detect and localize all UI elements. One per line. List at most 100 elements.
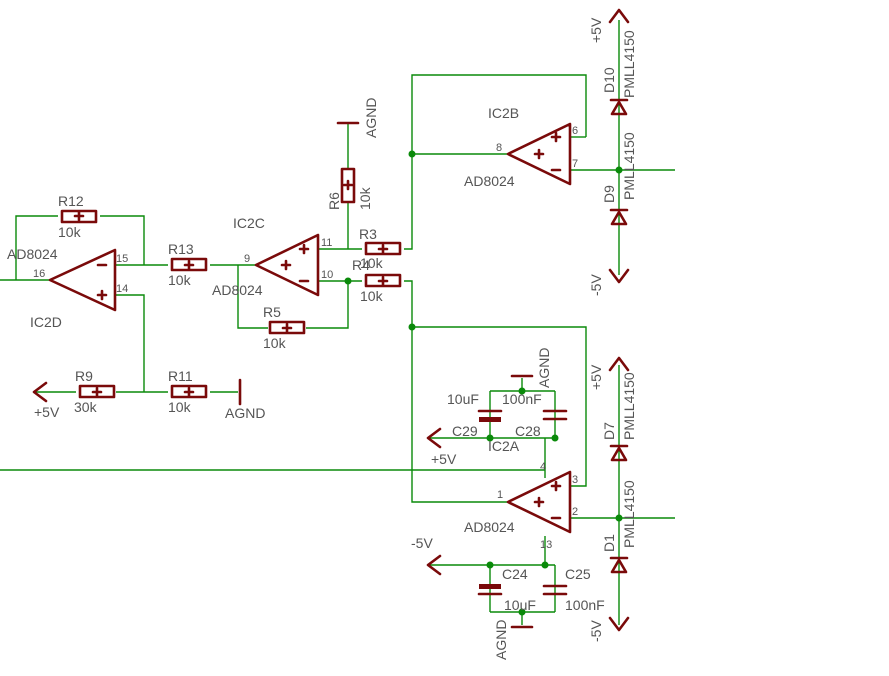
capacitor-c28: C28 100nF [502,391,568,439]
wire-r4-out [404,280,508,503]
wire-r12-right [100,215,145,265]
cap-plate-polarized [479,584,501,589]
diode-triangle [610,446,628,462]
diode-triangle [610,100,628,116]
resistor-value-r6: 10k [357,186,373,210]
opamp-triangle-ic2c [254,233,320,297]
pin-label: 8 [496,142,502,154]
diode-name-d1: D1 [601,534,617,552]
opamp-triangle-ic2d [48,248,117,312]
neg5-arrow-d1: -5V [588,616,630,642]
pin-label: 4 [540,461,546,473]
pos5-label: +5V [34,404,60,420]
wire-ic2a-fb [412,326,587,487]
resistor-name-r13: R13 [168,241,194,257]
junction-dot [615,166,623,174]
diode-value-d9: PMLL4150 [621,132,637,200]
resistor-value-r4: 10k [360,288,384,304]
arrow-head [426,427,442,449]
opamp-triangle-ic2b [506,122,572,186]
resistor-name-r3: R3 [359,226,377,242]
junction-dot [518,608,526,616]
agnd-symbol-caps-bottom: AGND [493,620,534,660]
arrow-head [608,616,630,632]
neg5-label: -5V [411,535,433,551]
cap-plate-polarized [479,417,501,422]
opamp-value-ic2d: AD8024 [7,246,58,262]
resistor-r6: R6 10k [326,167,373,210]
agnd-symbol-r11: AGND [225,378,265,421]
opamp-name-ic2c: IC2C [233,215,265,231]
junction-dot [486,434,494,442]
opamp-name-ic2d: IC2D [30,314,62,330]
resistor-r11: R11 10k [168,368,208,415]
agnd-symbol-r6: AGND [336,98,379,138]
pos5-label: +5V [431,451,457,467]
junction-dot [486,561,494,569]
resistor-value-r13: 10k [168,272,192,288]
wire-r5-left [237,265,268,329]
resistor-value-r9: 30k [74,399,98,415]
opamp-ic2d: IC2D AD8024 16 15 14 [7,246,128,330]
pin-label: 6 [572,125,578,137]
opamp-triangle-ic2a [506,470,572,534]
resistor-name-r4: R4 [352,257,370,273]
opamp-value-ic2a: AD8024 [464,519,515,535]
junctions [344,150,623,616]
opamp-ic2b: IC2B AD8024 8 6 7 [464,105,578,189]
opamp-name-ic2b: IC2B [488,105,519,121]
pin-label: 11 [321,237,332,249]
wire-r12-feedback [15,215,58,280]
capacitor-c29: C29 10uF [447,391,503,439]
pos5-label: +5V [588,364,604,390]
diode-value-d10: PMLL4150 [621,30,637,98]
opamp-ic2c: IC2C AD8024 9 11 10 [212,215,333,298]
diode-value-d7: PMLL4150 [621,372,637,440]
junction-dot [615,514,623,522]
pin-label: 9 [244,253,250,265]
resistor-r13: R13 10k [168,241,208,288]
diode-name-d10: D10 [601,67,617,93]
arrow-head [32,381,48,403]
capacitor-c24: C24 10uF [477,566,536,613]
capacitor-name-c24: C24 [502,566,528,582]
capacitor-value-c28: 100nF [502,391,542,407]
resistor-name-r12: R12 [58,193,84,209]
resistor-value-r3: 10k [360,255,384,271]
opamp-value-ic2b: AD8024 [464,173,515,189]
junction-dot [408,150,416,158]
capacitor-name-c25: C25 [565,566,591,582]
diode-d9: D9 PMLL4150 [601,132,637,226]
resistor-r9: R9 30k [74,368,116,415]
resistor-name-r11: R11 [168,368,193,384]
resistor-value-r12: 10k [58,224,82,240]
junction-dot [408,323,416,331]
neg5-arrow-d9: -5V [588,268,630,296]
pin-label: 15 [116,253,128,265]
pos5-arrow-d7: +5V [588,356,630,390]
diode-name-d9: D9 [601,185,617,203]
capacitor-name-c28: C28 [515,423,541,439]
pos5-arrow-r9: +5V [32,381,60,420]
resistor-r5: R5 10k [263,304,306,351]
pin-label: 2 [572,506,578,518]
resistor-r4: R4 10k [352,257,402,304]
resistor-name-r6: R6 [326,192,342,210]
junction-dot [541,561,549,569]
resistor-r3: R3 10k [359,226,402,271]
agnd-symbol-caps-top: AGND [510,348,552,388]
arrow-head [608,8,630,24]
capacitor-c25: C25 100nF [542,566,605,613]
diode-value-d1: PMLL4150 [621,480,637,548]
resistor-r12: R12 10k [58,193,98,240]
opamp-value-ic2c: AD8024 [212,282,263,298]
pos5-arrow-ic2a: +5V [426,427,457,467]
wires [0,20,675,625]
agnd-label: AGND [493,620,509,660]
junction-dot [551,434,559,442]
opamp-name-ic2a: IC2A [488,438,520,454]
neg5-label: -5V [588,620,604,642]
resistor-value-r11: 10k [168,399,192,415]
resistor-value-r5: 10k [263,335,287,351]
opamp-ic2a: IC2A AD8024 1 3 2 4 13 [464,438,578,551]
